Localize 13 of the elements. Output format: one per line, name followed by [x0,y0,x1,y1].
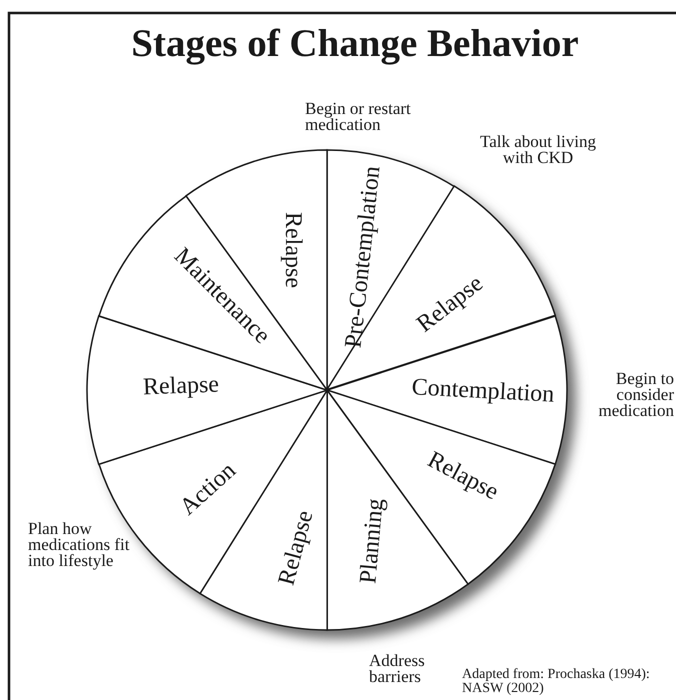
stage-note: Begin or restart medication [305,101,412,134]
stage-note: Talk about living with CKD [479,134,597,166]
stage-label: Relapse [280,212,305,288]
stage-label: Planning [356,497,388,585]
title: Stages of Change Behavior [130,24,580,63]
stage-label: Pre-Contemplation [342,164,384,350]
stage-label: Contemplation [411,375,555,407]
stage-note: Begin to consider medication [597,371,674,420]
caption: Adapted from: Prochaska (1994): NASW (2002) [462,668,651,696]
stage-note: Address barriers [369,653,426,686]
stage-note: Plan how medications fit into lifestyle [28,521,131,570]
stage-label: Relapse [142,372,220,400]
stage-label: Relapse [274,508,318,588]
